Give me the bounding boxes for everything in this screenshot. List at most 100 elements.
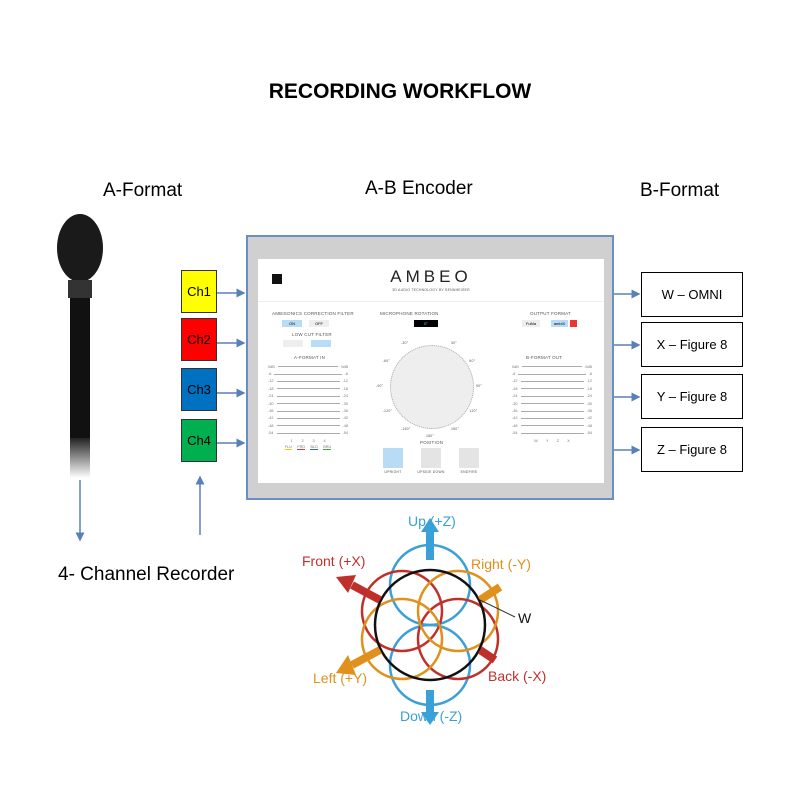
channel-label: Ch2 [187,332,211,347]
a-meter-label: A-FORMAT IN [294,355,326,360]
position-option-label: ENDFIRE [460,470,478,474]
b-format-output-4: Z – Figure 8 [641,427,743,472]
channel-label: Ch3 [187,382,211,397]
meter-row: -12-12 [268,378,348,385]
scale-label: -42 [512,416,518,421]
tagline: 3D AUDIO TECHNOLOGY BY SENNHEISER [392,288,470,292]
meter-channel: 4 [323,438,326,443]
b-format-heading: B-Format [640,180,720,201]
dial-tick-label: 150° [451,427,460,432]
scale-label: -36 [586,409,593,414]
scale-label: -42 [586,416,593,421]
right-y-label: Right (-Y) [471,556,531,572]
capsule-label: BLD [310,445,318,451]
scale-label: -48 [512,423,518,428]
meter-row: -30 -30 [268,400,348,407]
scale-label: -30 [342,401,349,406]
meter-row: -42-42 [268,415,348,422]
position-option-label: UPRIGHT [384,470,402,474]
position-option-upright[interactable]: UPRIGHT [378,448,408,474]
channel-label: Ch1 [187,284,211,299]
w-omni-circle [373,568,487,682]
scale-label: -6 [344,372,348,377]
x-lobe-front [360,569,444,653]
low-cut-label: LOW CUT FILTER [292,332,332,337]
scale-label: -18 [512,386,518,391]
scale-label: -36 [512,409,518,414]
meter-row: -48 -48 [512,422,592,429]
y-lobe-left [360,597,444,681]
scale-label: -36 [268,409,274,414]
left-y-label: Left (+Y) [313,670,368,686]
channel-box-4: Ch4 [181,419,217,462]
scale-label: -24 [342,394,349,399]
b-format-output-2: X – Figure 8 [641,322,743,367]
position-option-upside-down[interactable]: UPSIDE DOWN [416,448,446,474]
microphone-position-icon [421,448,441,468]
capsule-label: FLU [284,445,292,451]
scale-label: -18 [342,386,349,391]
sennheiser-logo-icon [272,274,282,284]
meter-row: -18-18 [512,385,592,392]
channel-box-2: Ch2 [181,318,217,361]
meter-row: -42 -42 [512,415,592,422]
dial-tick-label: 180° [426,434,435,438]
scale-label: 0dB [268,364,275,369]
scale-label: -30 [268,401,274,406]
microphone-position-icon [383,448,403,468]
scale-label: -48 [342,423,349,428]
power-icon[interactable] [570,320,577,327]
low-cut-off-button[interactable] [311,340,331,347]
dial-tick-label: -30° [401,340,409,345]
b-format-output-3: Y – Figure 8 [641,374,743,419]
correction-off-button[interactable]: OFF [309,320,329,327]
fuma-button[interactable]: FuMa [522,320,540,327]
scale-label: -18 [268,386,274,391]
rotation-dial[interactable] [390,345,474,429]
rotation-value[interactable]: 0° [414,320,438,327]
scale-label: -30 [586,401,593,406]
polar-pattern-diagram [336,518,516,725]
meter-channel: 1 [290,438,293,443]
ambix-button[interactable]: ambiX [551,320,568,327]
meter-row: -48 -48 [268,422,348,429]
x-lobe-back [416,597,500,681]
output-label: Z – Figure 8 [656,442,728,457]
output-label: X – Figure 8 [656,337,728,352]
output-format-label: OUTPUT FORMAT [530,311,571,316]
scale-label: -54 [586,431,593,436]
scale-label: -54 [342,431,349,436]
recorder-label: 4- Channel Recorder [58,564,235,585]
back-x-label: Back (-X) [488,668,547,684]
microphone-image [57,214,103,478]
meter-channel: W [534,438,538,443]
correction-on-button[interactable]: ON [282,320,302,327]
meter-channel: 3 [312,438,315,443]
meter-row: -6-6 [512,370,592,377]
scale-label: -24 [512,394,518,399]
front-x-label: Front (+X) [302,553,366,569]
dial-tick-label: 30° [451,340,457,345]
meter-row: -12-12 [512,378,592,385]
scale-label: -24 [268,394,274,399]
low-cut-on-button[interactable] [283,340,303,347]
output-label: W – OMNI [661,287,723,302]
meter-row: -24-24 [512,393,592,400]
meter-row: -36-36 [268,407,348,414]
scale-label: 0dB [585,364,592,369]
scale-label: -48 [268,423,274,428]
meter-channel: Z [556,438,560,443]
scale-label: -48 [586,423,593,428]
scale-label: -42 [268,416,274,421]
scale-label: -12 [342,379,349,384]
meter-row: -54-54 [268,430,348,437]
encoder-heading: A-B Encoder [365,178,473,199]
position-option-endfire[interactable]: ENDFIRE [454,448,484,474]
down-z-label: Down (-Z) [400,708,463,724]
microphone-position-icon [459,448,479,468]
meter-channel: Y [545,438,549,443]
meter-channel: 2 [301,438,304,443]
